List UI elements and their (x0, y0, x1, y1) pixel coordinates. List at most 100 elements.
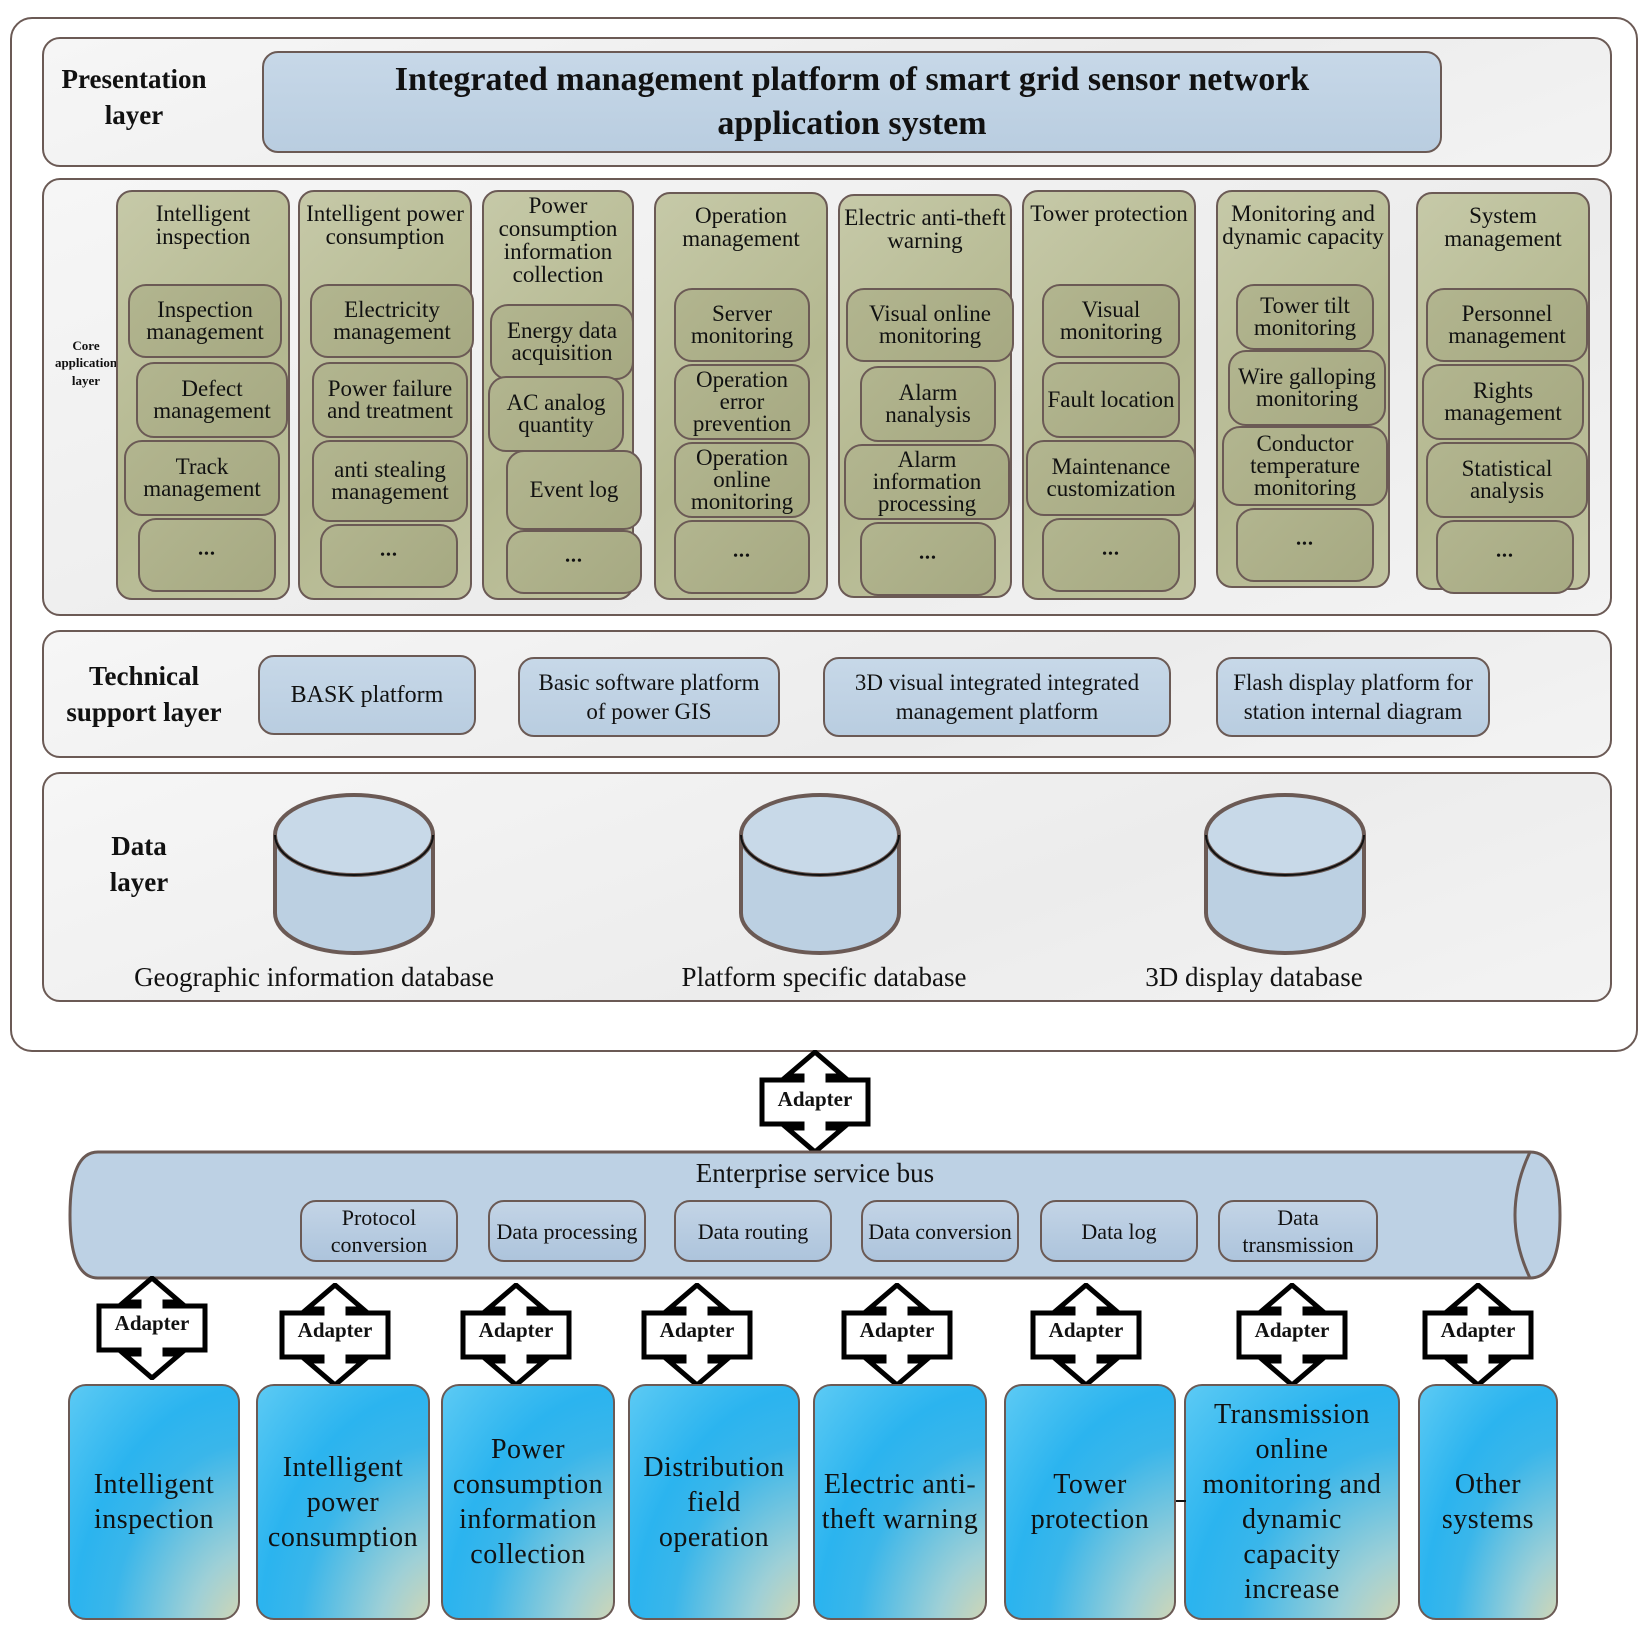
more-items-box: ••• (674, 520, 810, 594)
esb-service-box: Data conversion (861, 1200, 1019, 1262)
data-layer: Data layer Geographic information databa… (42, 772, 1612, 1002)
core-column-title: Tower protection (1030, 201, 1188, 226)
core-layer-label: Core application layer (54, 337, 118, 388)
more-items-box: ••• (506, 530, 642, 594)
external-system-box: Distribution field operation (628, 1384, 800, 1620)
connector-line (1176, 1500, 1186, 1502)
adapter: Adapter (1023, 1281, 1149, 1389)
adapter-label: Adapter (659, 1318, 735, 1342)
core-column-title: Monitoring and dynamic capacity (1222, 201, 1384, 249)
more-items-box: ••• (860, 522, 996, 596)
double-arrow-icon (96, 1274, 208, 1382)
adapter: Adapter (1229, 1281, 1355, 1389)
core-column: Power consumption information collection… (482, 190, 642, 600)
core-function-box: Visual online monitoring (846, 288, 1014, 362)
adapter-label: Adapter (1048, 1318, 1124, 1342)
core-function-box: Tower tilt monitoring (1236, 284, 1374, 350)
core-function-box: Personnel management (1426, 288, 1588, 362)
adapter-label: Adapter (1440, 1318, 1516, 1342)
external-system-box: Electric anti-theft warning (813, 1384, 987, 1620)
core-column-title: Intelligent inspection (155, 201, 251, 249)
external-system-box: Power consumption information collection (441, 1384, 615, 1620)
external-system-box: Intelligent power consumption (256, 1384, 430, 1620)
platform-box-3d-visual: 3D visual integrated integrated manageme… (823, 657, 1171, 737)
platform-title-box: Integrated management platform of smart … (262, 51, 1442, 153)
adapter-label: Adapter (478, 1318, 554, 1342)
adapter-label: Adapter (1254, 1318, 1330, 1342)
core-column-title: System management (1444, 203, 1562, 251)
core-column-title: Power consumption information collection (498, 193, 618, 287)
core-function-box: Alarm nanalysis (860, 366, 996, 442)
esb-title: Enterprise service bus (695, 1158, 935, 1188)
esb-service-box: Protocol conversion (300, 1200, 458, 1262)
platform-title-line1: Integrated management platform of smart … (394, 61, 1310, 98)
core-column-title: Electric anti-theft warning (844, 205, 1006, 253)
core-function-box: Operation online monitoring (674, 442, 810, 518)
core-function-box: Track management (124, 440, 280, 516)
core-function-box: Statistical analysis (1426, 442, 1588, 518)
core-function-box: Operation error prevention (674, 364, 810, 440)
core-column-title: Intelligent power consumption (306, 201, 464, 249)
core-function-box: Rights management (1422, 364, 1584, 440)
external-system-box: Intelligent inspection (68, 1384, 240, 1620)
core-function-box: Electricity management (310, 284, 474, 358)
core-function-box: Maintenance customization (1026, 440, 1196, 516)
core-function-box: Defect management (136, 362, 288, 438)
adapter: Adapter (634, 1281, 760, 1389)
platform-box-flash-display: Flash display platform for station inter… (1216, 657, 1490, 737)
core-function-box: Alarm information processing (844, 444, 1010, 520)
esb-service-box: Data routing (674, 1200, 832, 1262)
adapter-label: Adapter (297, 1318, 373, 1342)
more-items-box: ••• (320, 524, 458, 588)
core-function-box: Inspection management (128, 284, 282, 358)
esb-service-box: Data transmission (1218, 1200, 1378, 1262)
core-function-box: Power failure and treatment (312, 362, 468, 438)
platform-title-line2: application system (717, 105, 987, 142)
data-layer-label: Data layer (109, 830, 169, 897)
core-application-layer: Core application layer Intelligent inspe… (42, 178, 1612, 616)
database-icon (1204, 793, 1366, 955)
adapter: Adapter (89, 1274, 215, 1382)
presentation-layer-label: Presentation layer (61, 63, 207, 130)
external-system-box: Transmission online monitoring and dynam… (1184, 1384, 1400, 1620)
platform-box-bask: BASK platform (258, 655, 476, 735)
adapter: Adapter (453, 1281, 579, 1389)
adapter: Adapter (834, 1281, 960, 1389)
core-function-box: Event log (506, 450, 642, 530)
more-items-box: ••• (1236, 508, 1374, 582)
core-function-box: Conductor temperature monitoring (1222, 426, 1388, 506)
core-function-box: Fault location (1042, 362, 1180, 438)
adapter: Adapter (272, 1281, 398, 1389)
adapter-top: Adapter (752, 1048, 878, 1156)
database-label: Platform specific database (681, 962, 967, 992)
database-label: 3D display database (1145, 962, 1363, 992)
esb-service-box: Data log (1040, 1200, 1198, 1262)
adapter-label: Adapter (777, 1087, 853, 1111)
external-system-box: Tower protection (1004, 1384, 1176, 1620)
enterprise-service-bus: Enterprise service bus Protocol conversi… (68, 1150, 1562, 1280)
technical-layer-label: Technical support layer (66, 660, 222, 727)
adapter-label: Adapter (114, 1311, 190, 1335)
core-function-box: Wire galloping monitoring (1228, 350, 1386, 426)
technical-support-layer: Technical support layer BASK platform Ba… (42, 630, 1612, 758)
core-function-box: Visual monitoring (1042, 284, 1180, 358)
presentation-layer: Presentation layer Integrated management… (42, 37, 1612, 167)
core-column-title: Operation management (682, 203, 800, 251)
external-system-box: Other systems (1418, 1384, 1558, 1620)
core-function-box: Energy data acquisition (490, 304, 634, 380)
more-items-box: ••• (1436, 520, 1574, 594)
core-function-box: anti stealing management (312, 440, 468, 522)
more-items-box: ••• (138, 518, 276, 592)
platform-box-power-gis: Basic software platform of power GIS (518, 657, 780, 737)
adapter-label: Adapter (859, 1318, 935, 1342)
core-function-box: Server monitoring (674, 288, 810, 362)
database-icon (739, 793, 901, 955)
esb-service-box: Data processing (488, 1200, 646, 1262)
adapter: Adapter (1415, 1281, 1541, 1389)
